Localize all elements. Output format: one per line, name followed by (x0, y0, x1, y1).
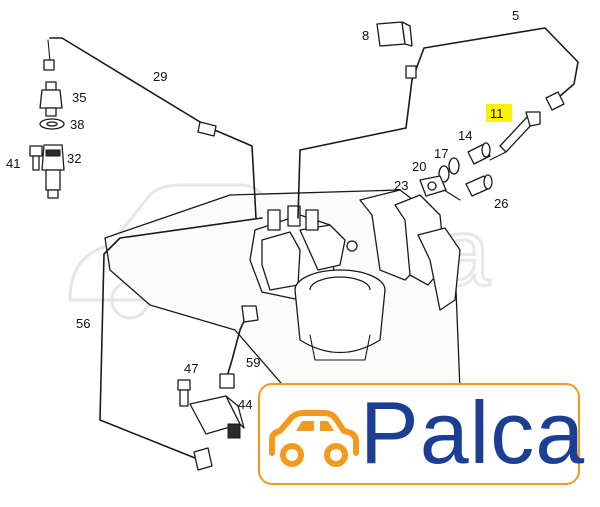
pipe-union-11 (499, 111, 541, 153)
clip-8 (376, 21, 413, 47)
fuel-line-29-nut (197, 121, 217, 137)
seal-ring-38 (39, 118, 65, 130)
fuel-line-56-nut (193, 447, 213, 471)
bolt-47 (177, 379, 191, 407)
label-32: 32 (67, 151, 81, 166)
fuel-line-59-nut-bottom (219, 373, 235, 389)
label-11: 11 (490, 106, 504, 121)
label-26: 26 (494, 196, 508, 211)
logo-text: Palca (360, 383, 586, 482)
label-44: 44 (238, 397, 252, 412)
seal-17 (448, 157, 460, 175)
banjo-23 (419, 175, 461, 201)
label-29: 29 (153, 69, 167, 84)
intake-runners (359, 189, 461, 311)
air-flow-sensor-plate (294, 269, 386, 361)
leader-lines (489, 151, 507, 161)
car-icon (269, 410, 359, 467)
palca-logo: Palca (258, 383, 584, 485)
label-17: 17 (434, 146, 448, 161)
union-14 (467, 142, 491, 165)
label-23: 23 (394, 178, 408, 193)
fuel-line-59-nut-top (241, 305, 259, 323)
label-59: 59 (246, 355, 260, 370)
label-5: 5 (512, 8, 519, 23)
label-14: 14 (458, 128, 472, 143)
label-56: 56 (76, 316, 90, 331)
label-35: 35 (72, 90, 86, 105)
banjo-bolt-35 (39, 81, 63, 117)
fuel-line-29-fitting (43, 59, 55, 71)
label-38: 38 (70, 117, 84, 132)
label-20: 20 (412, 159, 426, 174)
pressure-regulator-44 (189, 395, 245, 439)
label-8: 8 (362, 28, 369, 43)
adapter-26 (465, 174, 493, 197)
fuel-line-56 (99, 217, 263, 461)
union-32 (41, 144, 65, 199)
bolt-41 (29, 145, 43, 171)
label-41: 41 (6, 156, 20, 171)
fuel-line-5 (297, 27, 579, 219)
label-47: 47 (184, 361, 198, 376)
fuel-line-5-fitting (405, 65, 417, 79)
highlight-11 (486, 104, 512, 122)
fuel-line-5-nut (545, 91, 565, 111)
callouts: 5 8 29 35 38 41 32 11 14 17 20 23 26 56 … (6, 8, 519, 477)
